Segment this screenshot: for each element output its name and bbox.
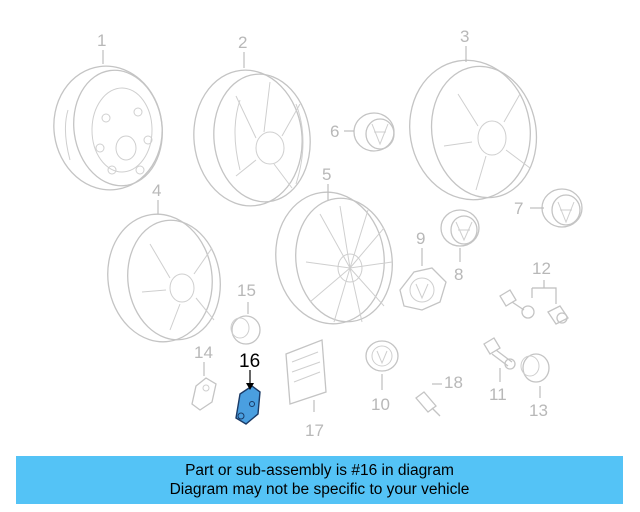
part-11-wheel-bolt[interactable] <box>483 337 516 370</box>
callout-5[interactable]: 5 <box>322 165 331 184</box>
part-3-alloy-wheel[interactable] <box>399 51 547 210</box>
part-9-emblem[interactable] <box>399 267 447 311</box>
banner-line-2: Diagram may not be specific to your vehi… <box>169 481 470 498</box>
part-7-center-cap[interactable] <box>541 188 583 228</box>
callout-10[interactable]: 10 <box>371 395 390 414</box>
part-2-alloy-wheel[interactable] <box>187 65 316 212</box>
callout-8[interactable]: 8 <box>454 265 463 284</box>
parts-diagram: 1 2 3 4 5 6 <box>46 27 583 440</box>
part-1-steel-wheel[interactable] <box>46 59 170 197</box>
callout-17[interactable]: 17 <box>305 421 324 440</box>
part-18-valve-stem[interactable] <box>415 391 441 417</box>
part-4-alloy-wheel[interactable] <box>100 207 228 348</box>
callout-13[interactable]: 13 <box>529 401 548 420</box>
callout-18[interactable]: 18 <box>444 373 463 392</box>
callout-9[interactable]: 9 <box>416 229 425 248</box>
callout-2[interactable]: 2 <box>238 33 247 52</box>
callout-3[interactable]: 3 <box>460 27 469 46</box>
part-14-bracket[interactable] <box>191 377 217 411</box>
callout-11[interactable]: 11 <box>489 385 507 404</box>
callout-4[interactable]: 4 <box>152 181 161 200</box>
callout-12[interactable]: 12 <box>532 259 551 278</box>
part-10-emblem-cap[interactable] <box>365 340 399 372</box>
callout-7[interactable]: 7 <box>514 199 523 218</box>
part-6-center-cap[interactable] <box>353 112 395 152</box>
callout-14[interactable]: 14 <box>194 343 213 362</box>
part-13-nut[interactable] <box>520 353 550 383</box>
part-12-locking-bolts[interactable] <box>499 289 569 325</box>
callout-1[interactable]: 1 <box>97 31 106 50</box>
part-15-cap[interactable] <box>230 315 261 345</box>
part-17-control-module[interactable] <box>285 339 327 405</box>
info-banner: Part or sub-assembly is #16 in diagram D… <box>16 456 623 504</box>
callout-16[interactable]: 16 <box>239 351 260 372</box>
part-16-highlighted-bracket[interactable] <box>235 385 261 425</box>
callout-6[interactable]: 6 <box>330 122 339 141</box>
callout-15[interactable]: 15 <box>237 281 256 300</box>
banner-line-1: Part or sub-assembly is #16 in diagram <box>185 462 454 479</box>
part-5-alloy-wheel[interactable] <box>267 185 400 331</box>
part-8-center-cap[interactable] <box>440 209 480 247</box>
